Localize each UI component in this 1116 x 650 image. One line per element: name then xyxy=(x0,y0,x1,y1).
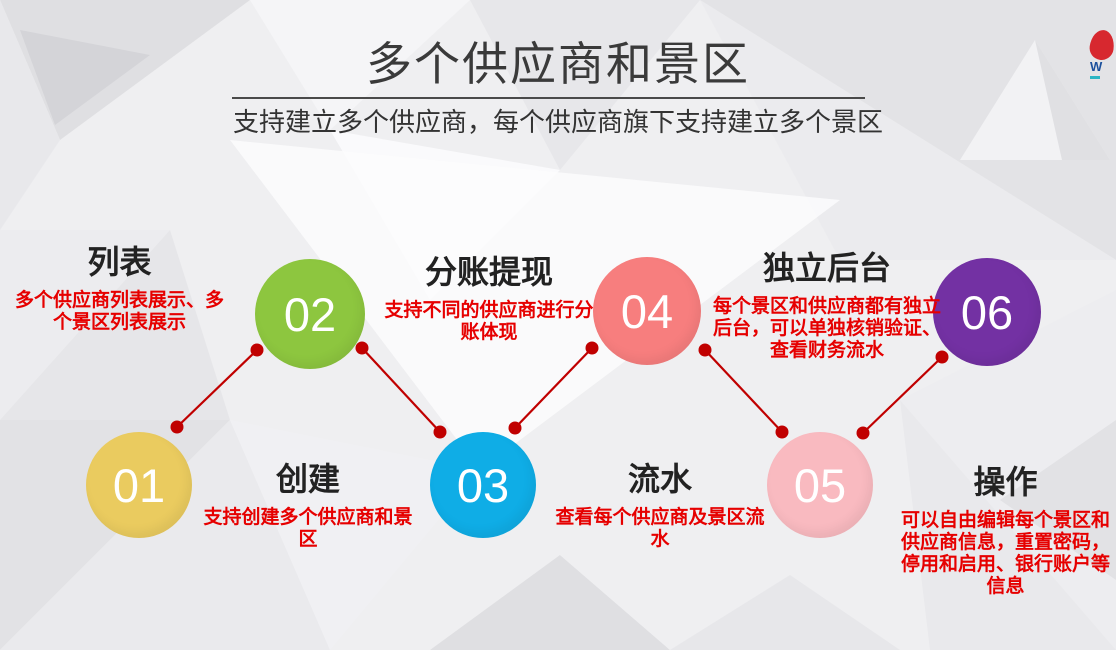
step-number-03: 03 xyxy=(456,458,510,512)
step-number-02: 02 xyxy=(283,287,337,341)
step-description-01: 支持创建多个供应商和景区 xyxy=(203,507,413,550)
step-circle-04: 04 xyxy=(593,257,701,365)
step-text-02: 列表 多个供应商列表展示、多个景区列表展示 xyxy=(12,242,227,334)
step-description-02: 多个供应商列表展示、多个景区列表展示 xyxy=(14,290,224,333)
step-circle-03: 03 xyxy=(430,432,536,538)
step-text-01: 创建 支持创建多个供应商和景区 xyxy=(198,459,418,551)
title-underline xyxy=(232,97,865,99)
step-label-02: 列表 xyxy=(87,244,152,280)
step-text-03: 流水 查看每个供应商及景区流水 xyxy=(550,459,770,551)
step-label-04: 分账提现 xyxy=(424,254,553,290)
step-description-04: 支持不同的供应商进行分账体现 xyxy=(384,300,594,343)
step-description-06: 每个景区和供应商都有独立后台，可以单独核销验证、查看财务流水 xyxy=(712,296,941,361)
step-circle-05: 05 xyxy=(767,432,873,538)
step-text-05: 操作 可以自由编辑每个景区和供应商信息，重置密码，停用和启用、银行账户等信息 xyxy=(895,462,1116,598)
step-circle-02: 02 xyxy=(255,259,365,369)
step-text-04: 分账提现 支持不同的供应商进行分账体现 xyxy=(379,252,599,344)
page-title: 多个供应商和景区 xyxy=(366,38,750,90)
subtitle: 支持建立多个供应商，每个供应商旗下支持建立多个景区 xyxy=(232,107,883,137)
step-number-06: 06 xyxy=(960,285,1014,339)
step-text-06: 独立后台 每个景区和供应商都有独立后台，可以单独核销验证、查看财务流水 xyxy=(709,248,945,362)
logo-text: W xyxy=(1090,59,1103,74)
step-circle-06: 06 xyxy=(933,258,1041,366)
step-description-05: 可以自由编辑每个景区和供应商信息，重置密码，停用和启用、银行账户等信息 xyxy=(900,510,1110,597)
step-number-01: 01 xyxy=(112,458,166,512)
step-number-04: 04 xyxy=(620,284,674,338)
step-label-01: 创建 xyxy=(275,461,340,497)
step-label-06: 独立后台 xyxy=(762,250,891,286)
step-description-03: 查看每个供应商及景区流水 xyxy=(555,507,765,550)
step-label-03: 流水 xyxy=(627,461,692,497)
brand-logo: W xyxy=(1088,28,1116,82)
step-number-05: 05 xyxy=(793,458,847,512)
step-label-05: 操作 xyxy=(973,464,1038,500)
step-circle-01: 01 xyxy=(86,432,192,538)
logo-underline-icon xyxy=(1090,76,1100,79)
